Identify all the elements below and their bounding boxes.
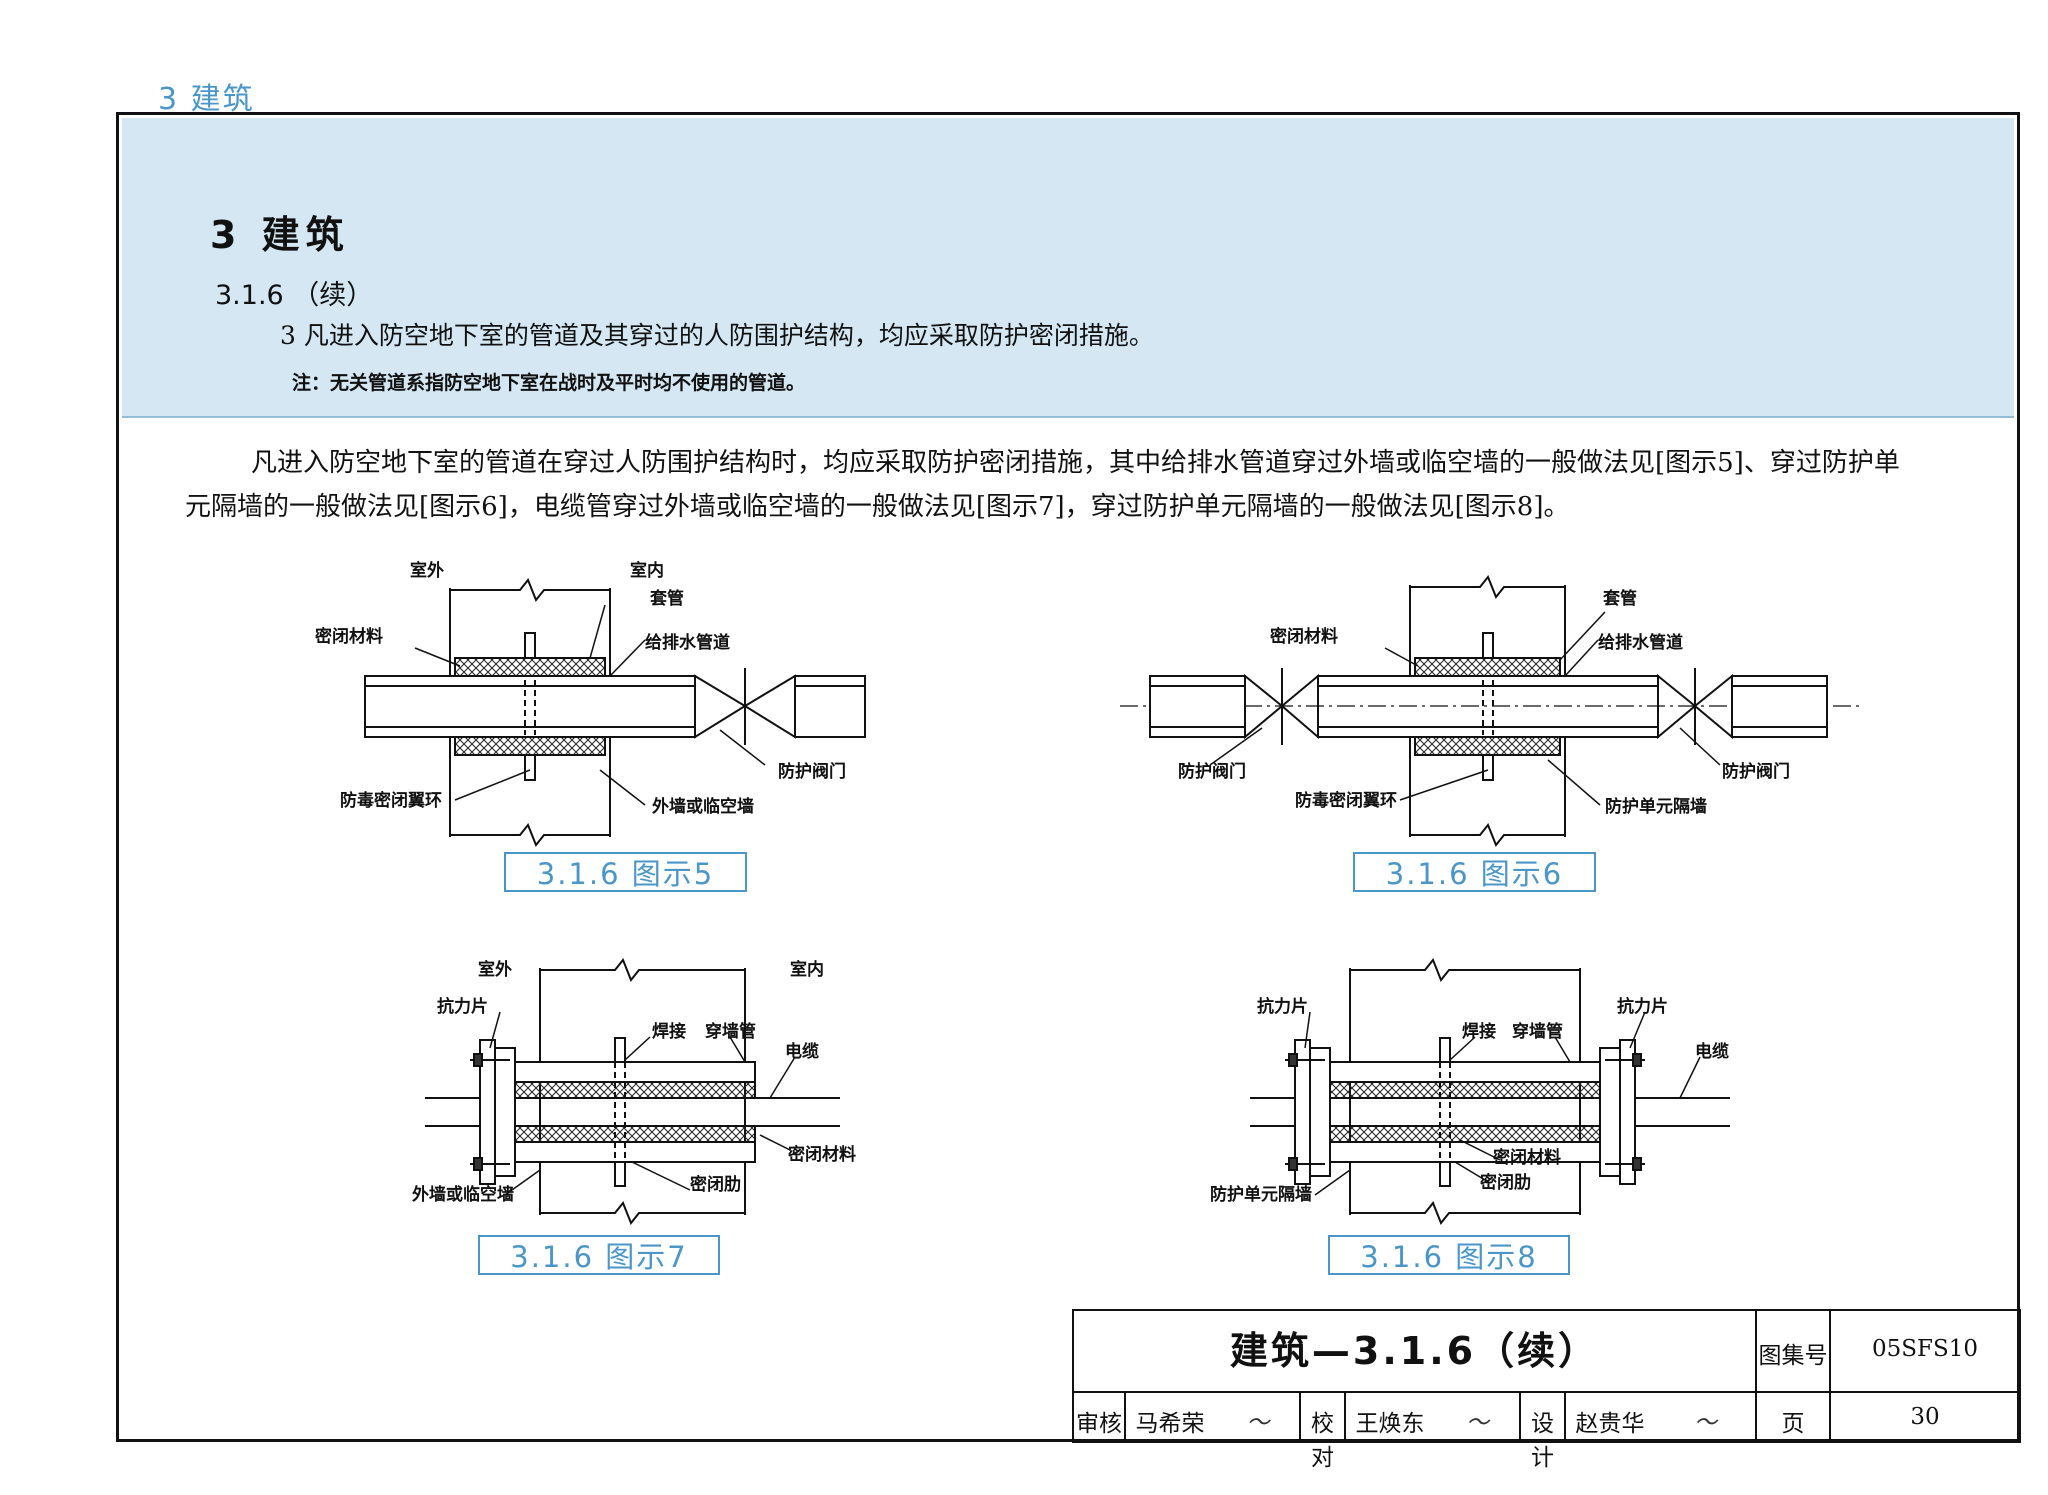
figure-8-labels: 抗力片 抗力片 焊接 穿墙管 电缆 密闭材料 密闭肋 防护单元隔墙	[1210, 996, 1729, 1205]
figure-6	[1120, 575, 1860, 847]
fig6-ring: 防毒密闭翼环	[1295, 790, 1397, 811]
fig8-seal: 密闭材料	[1493, 1147, 1561, 1168]
designer-name: 赵贵华	[1575, 1411, 1645, 1437]
drawing-frame: 3 建筑 3.1.6 （续） 3 凡进入防空地下室的管道及其穿过的人防围护结构，…	[116, 112, 2020, 1442]
fig8-plate-right: 抗力片	[1617, 996, 1668, 1017]
fig5-valve: 防护阀门	[778, 761, 846, 782]
figure-7-labels: 室外 室内 抗力片 焊接 穿墙管 电缆 密闭材料 密闭肋 外墙或临空墙	[412, 959, 856, 1205]
fig5-outside: 室外	[410, 560, 444, 581]
title-block-grid	[1072, 1309, 2021, 1443]
atlas-number: 05SFS10	[1871, 1336, 1978, 1362]
title-block-title: 建筑—3.1.6（续）	[1229, 1329, 1600, 1373]
checker-name: 王焕东	[1355, 1411, 1425, 1437]
band-subtitle: 3.1.6 （续）	[215, 280, 374, 311]
fig5-inside: 室内	[630, 560, 664, 581]
fig6-sleeve: 套管	[1602, 588, 1637, 609]
section-tag: 3 建筑	[158, 82, 255, 117]
fig8-cable: 电缆	[1695, 1041, 1729, 1062]
figure-6-labels: 套管 密闭材料 给排水管道 防护阀门 防护阀门 防毒密闭翼环 防护单元隔墙	[1178, 588, 1790, 817]
figure-8	[1250, 958, 1730, 1225]
fig7-seal: 密闭材料	[788, 1144, 856, 1165]
fig5-wall: 外墙或临空墙	[652, 796, 754, 817]
designer-signature: 〜	[1694, 1410, 1717, 1436]
caption-fig6: 3.1.6 图示6	[1353, 852, 1596, 892]
band-note: 注：无关管道系指防空地下室在战时及平时均不使用的管道。	[292, 372, 806, 394]
fig7-sleeve: 穿墙管	[705, 1021, 756, 1042]
reviewer-name: 马希荣	[1135, 1411, 1205, 1437]
fig5-sleeve: 套管	[649, 588, 684, 609]
fig6-valve-left: 防护阀门	[1178, 761, 1246, 782]
band-item: 3 凡进入防空地下室的管道及其穿过的人防围护结构，均应采取防护密闭措施。	[280, 321, 1154, 350]
fig7-inside: 室内	[790, 959, 824, 980]
fig7-cable: 电缆	[785, 1041, 819, 1062]
spec-band: 3 建筑 3.1.6 （续） 3 凡进入防空地下室的管道及其穿过的人防围护结构，…	[122, 118, 2014, 418]
band-title: 3 建筑	[210, 213, 350, 257]
fig6-wall: 防护单元隔墙	[1605, 796, 1707, 817]
fig7-weld: 焊接	[652, 1021, 686, 1042]
fig8-weld: 焊接	[1462, 1021, 1496, 1042]
checker-signature: 〜	[1466, 1410, 1489, 1436]
design-label: 设计	[1531, 1411, 1554, 1471]
fig8-rib: 密闭肋	[1480, 1172, 1531, 1193]
title-block: 建筑—3.1.6（续） 图集号 05SFS10 审核 马希荣 〜 校对 王焕东 …	[1073, 1310, 2020, 1471]
fig5-seal: 密闭材料	[315, 626, 383, 647]
fig7-plate: 抗力片	[437, 996, 488, 1017]
caption-fig5: 3.1.6 图示5	[504, 852, 747, 892]
caption-fig8: 3.1.6 图示8	[1328, 1235, 1570, 1275]
fig7-rib: 密闭肋	[690, 1174, 741, 1195]
review-label: 审核	[1076, 1411, 1122, 1437]
fig7-outside: 室外	[478, 959, 512, 980]
figure-5	[364, 578, 866, 847]
page-number: 30	[1910, 1404, 1940, 1430]
reviewer-signature: 〜	[1246, 1410, 1270, 1436]
fig6-seal: 密闭材料	[1270, 626, 1338, 647]
fig8-plate-left: 抗力片	[1257, 996, 1308, 1017]
figure-5-labels: 室外 室内 套管 密闭材料 给排水管道 防毒密闭翼环 外墙或临空墙 防护阀门	[315, 560, 846, 817]
explanation-paragraph: 凡进入防空地下室的管道在穿过人防围护结构时，均应采取防护密闭措施，其中给排水管道…	[185, 448, 1900, 522]
fig6-pipe: 给排水管道	[1598, 632, 1683, 653]
check-label: 校对	[1311, 1411, 1334, 1471]
page-label: 页	[1781, 1411, 1805, 1437]
figure-7	[425, 958, 840, 1225]
fig8-wall: 防护单元隔墙	[1210, 1184, 1312, 1205]
atlas-label: 图集号	[1758, 1343, 1828, 1369]
fig6-valve-right: 防护阀门	[1722, 761, 1790, 782]
caption-fig7: 3.1.6 图示7	[478, 1235, 720, 1275]
fig7-wall: 外墙或临空墙	[412, 1184, 514, 1205]
fig5-ring: 防毒密闭翼环	[340, 790, 442, 811]
fig8-sleeve: 穿墙管	[1512, 1021, 1563, 1042]
fig5-pipe: 给排水管道	[645, 632, 730, 653]
